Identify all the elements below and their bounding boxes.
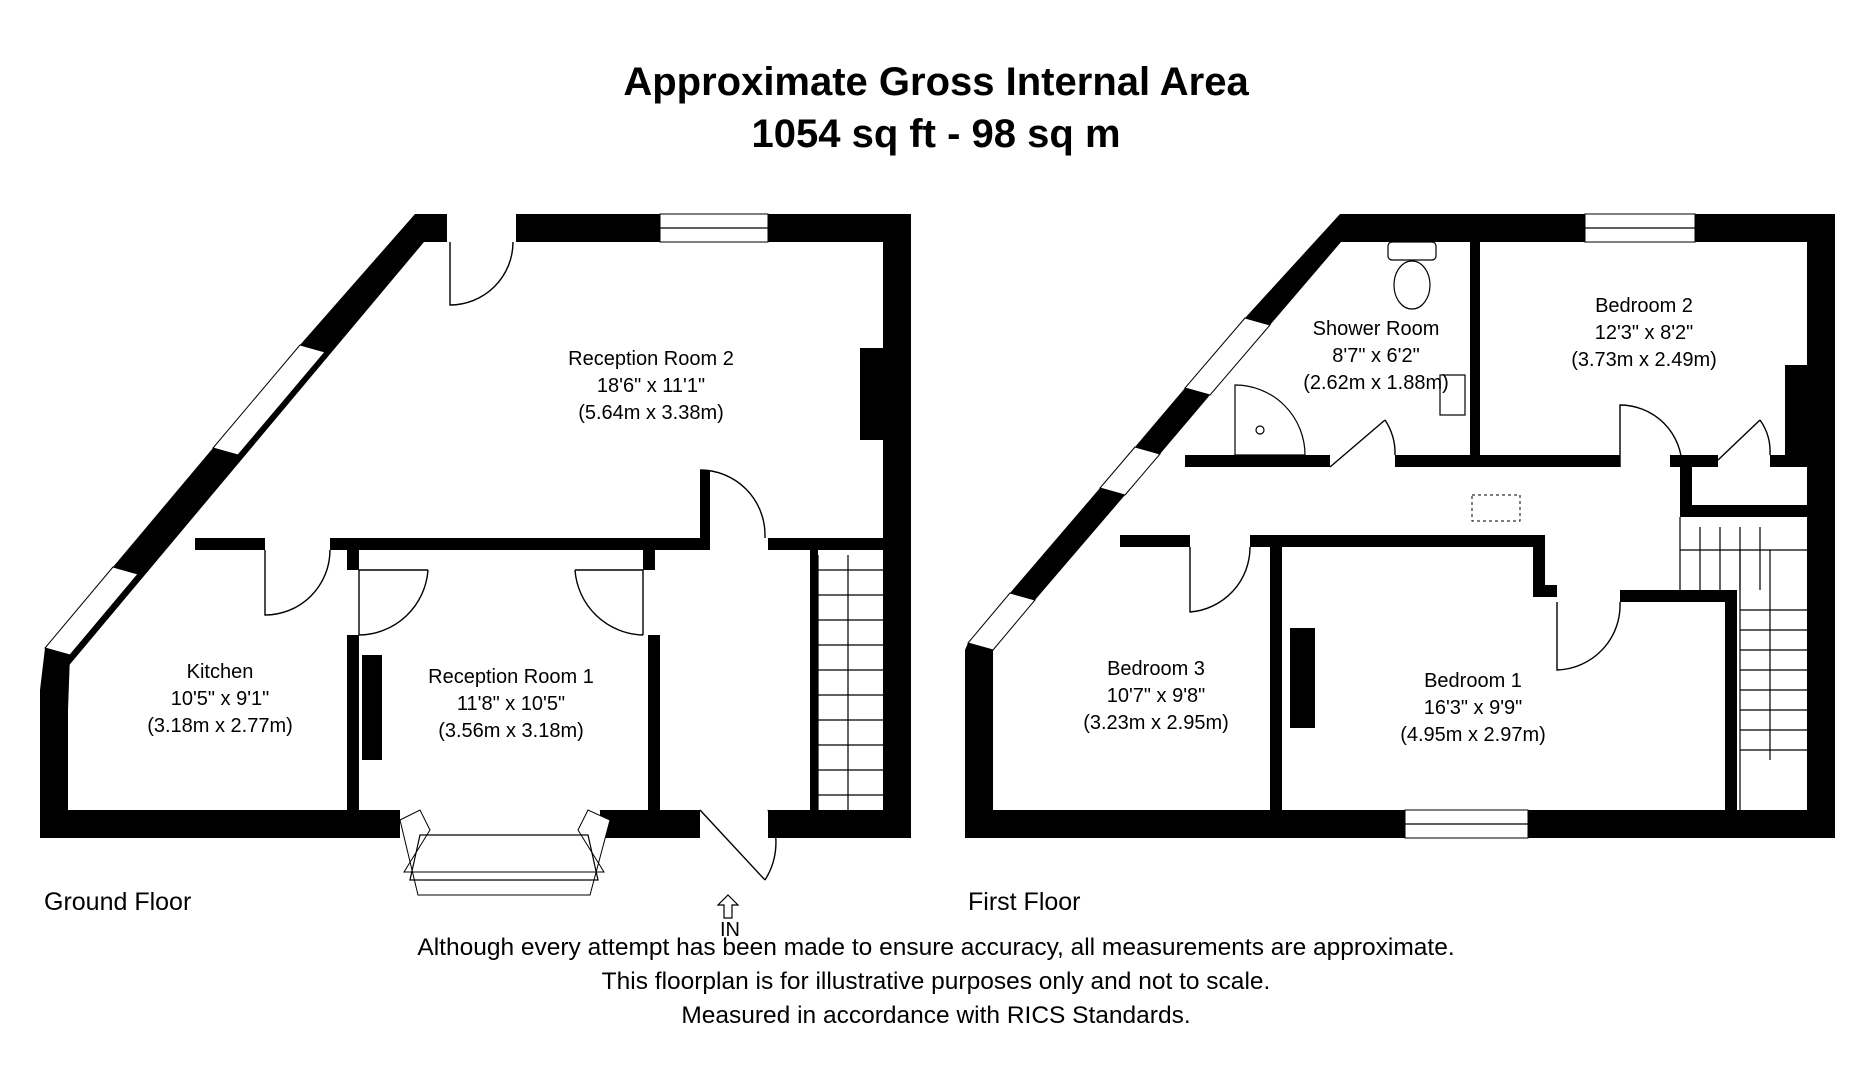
svg-text:(2.62m x 1.88m): (2.62m x 1.88m) (1303, 372, 1449, 394)
room-label-bedroom-2: Bedroom 2 12'3" x 8'2" (3.73m x 2.49m) (1571, 295, 1717, 371)
svg-text:Bedroom 1: Bedroom 1 (1424, 670, 1522, 692)
svg-text:(5.64m x 3.38m): (5.64m x 3.38m) (578, 402, 724, 424)
entrance-label: IN (720, 919, 740, 941)
svg-text:10'5" x 9'1": 10'5" x 9'1" (171, 688, 270, 710)
ground-floor-plan: IN Reception Room 2 18'6" x 11'1" (5.64m… (40, 213, 911, 941)
door-icon (1189, 404, 1771, 671)
door-icon (264, 241, 777, 881)
disclaimer-line-3: Measured in accordance with RICS Standar… (681, 1002, 1190, 1029)
disclaimer-line-1: Although every attempt has been made to … (417, 934, 1454, 961)
basin-icon (1439, 374, 1466, 416)
loft-hatch-icon (1471, 494, 1521, 522)
room-label-kitchen: Kitchen 10'5" x 9'1" (3.18m x 2.77m) (147, 661, 293, 737)
svg-text:Kitchen: Kitchen (187, 661, 254, 683)
room-label-shower-room: Shower Room 8'7" x 6'2" (2.62m x 1.88m) (1303, 318, 1449, 394)
svg-text:Reception Room 1: Reception Room 1 (428, 666, 594, 688)
room-label-reception-room-1: Reception Room 1 11'8" x 10'5" (3.56m x … (428, 666, 594, 742)
entrance-arrow-icon (716, 894, 740, 919)
svg-text:Bedroom 2: Bedroom 2 (1595, 295, 1693, 317)
svg-text:(3.73m x 2.49m): (3.73m x 2.49m) (1571, 349, 1717, 371)
svg-text:(3.18m x 2.77m): (3.18m x 2.77m) (147, 715, 293, 737)
stairs-icon (1679, 517, 1807, 810)
first-floor-label: First Floor (968, 888, 1081, 916)
ground-floor-label: Ground Floor (44, 888, 191, 916)
room-label-bedroom-1: Bedroom 1 16'3" x 9'9" (4.95m x 2.97m) (1400, 670, 1546, 746)
svg-text:(3.56m x 3.18m): (3.56m x 3.18m) (438, 720, 584, 742)
disclaimer-line-2: This floorplan is for illustrative purpo… (602, 968, 1271, 995)
svg-text:Shower Room: Shower Room (1313, 318, 1440, 340)
svg-text:18'6" x 11'1": 18'6" x 11'1" (597, 375, 705, 397)
toilet-icon (1387, 241, 1437, 310)
svg-text:(3.23m x 2.95m): (3.23m x 2.95m) (1083, 712, 1229, 734)
room-label-reception-room-2: Reception Room 2 18'6" x 11'1" (5.64m x … (568, 348, 734, 424)
first-floor-plan: Shower Room 8'7" x 6'2" (2.62m x 1.88m) … (965, 213, 1835, 916)
svg-text:12'3" x 8'2": 12'3" x 8'2" (1595, 322, 1694, 344)
page-title: Approximate Gross Internal Area (623, 60, 1249, 104)
stairs-icon (817, 555, 883, 810)
svg-text:11'8" x 10'5": 11'8" x 10'5" (457, 693, 565, 715)
area-subtitle: 1054 sq ft - 98 sq m (751, 112, 1120, 156)
svg-text:16'3" x 9'9": 16'3" x 9'9" (1424, 697, 1523, 719)
shower-icon (1234, 384, 1306, 456)
svg-text:Reception Room 2: Reception Room 2 (568, 348, 734, 370)
svg-text:10'7" x 9'8": 10'7" x 9'8" (1107, 685, 1206, 707)
svg-text:Bedroom 3: Bedroom 3 (1107, 658, 1205, 680)
svg-text:(4.95m x 2.97m): (4.95m x 2.97m) (1400, 724, 1546, 746)
room-label-bedroom-3: Bedroom 3 10'7" x 9'8" (3.23m x 2.95m) (1083, 658, 1229, 734)
svg-text:8'7" x 6'2": 8'7" x 6'2" (1332, 345, 1419, 367)
